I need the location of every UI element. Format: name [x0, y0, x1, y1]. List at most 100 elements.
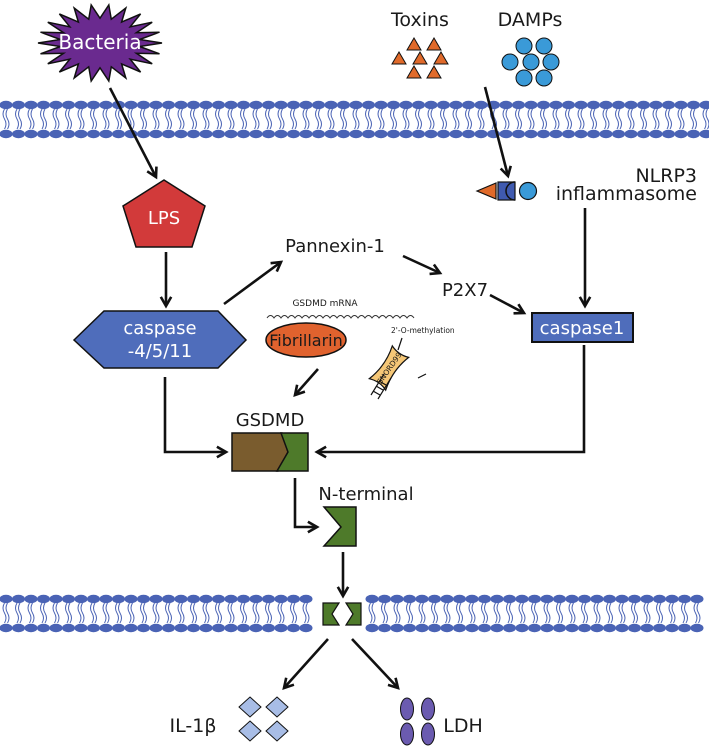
lipid-head [665, 594, 679, 604]
lipid-tail [502, 108, 507, 130]
lipid-tail [671, 602, 676, 624]
lipid-head [524, 100, 538, 110]
lipid-tail [102, 602, 107, 624]
gsdmd-protein-icon [231, 432, 309, 472]
lipid-tail [340, 108, 344, 130]
lipid-head [440, 594, 454, 604]
lipid-head [24, 100, 38, 110]
lipid-head [640, 623, 654, 633]
lipid-head [599, 100, 613, 110]
lipid-head [649, 100, 663, 110]
lipid-tail [418, 602, 423, 624]
lipid-head [149, 129, 163, 139]
lipid-tail [290, 602, 294, 624]
lipid-tail [155, 602, 160, 624]
lipid-tail [552, 108, 557, 130]
pannexin-1-label: Pannexin-1 [285, 236, 385, 257]
lipid-tail [202, 602, 207, 624]
lipid-tail [205, 108, 210, 130]
lipid-head [512, 129, 525, 139]
lipid-tail [165, 108, 169, 130]
lipid-tail [580, 108, 585, 130]
nlrp3-triangle-icon [475, 182, 497, 200]
lipid-tail [252, 108, 257, 130]
lipid-tail [302, 108, 307, 130]
lipid-head [678, 594, 691, 604]
bacteria-label: Bacteria [58, 30, 141, 54]
arrow-p2x7-to-caspase1 [489, 293, 527, 315]
damp-circle [515, 37, 533, 55]
lipid-head [349, 100, 363, 110]
lipid-tail [627, 108, 632, 130]
lipid-head [262, 129, 275, 139]
lipid-tail [481, 602, 485, 624]
lipid-tail [243, 108, 247, 130]
lipid-head [212, 594, 225, 604]
lipid-head [699, 100, 709, 110]
lipid-head [374, 100, 388, 110]
lipid-tail [477, 108, 482, 130]
lipid-tail [615, 108, 619, 130]
caspase-4-5-11-label-line1: caspase [123, 318, 196, 339]
lipid-tail [696, 602, 701, 624]
lipid-head [603, 594, 616, 604]
lipid-tail [409, 602, 413, 624]
lipid-tail [693, 602, 698, 624]
lipid-head [299, 594, 313, 604]
n-terminal-label: N-terminal [318, 484, 413, 505]
ldh-oval [421, 722, 435, 746]
lipid-tail [484, 602, 488, 624]
lipid-tail [540, 108, 544, 130]
lipid-head [137, 594, 150, 604]
lipid-head [199, 100, 213, 110]
lipid-tail [180, 602, 185, 624]
lipid-tail [380, 108, 385, 130]
lipid-head [37, 100, 50, 110]
lipid-head [87, 623, 100, 633]
pore-right-fragment-icon [344, 602, 362, 626]
lipid-head [237, 594, 250, 604]
lipid-head [137, 100, 150, 110]
lipid-tail [665, 108, 669, 130]
lipid-tail [115, 602, 119, 624]
lipid-head [312, 129, 325, 139]
caspase-4-5-11-hexagon-icon [72, 310, 248, 369]
lipid-tail [30, 602, 35, 624]
lipid-head [24, 594, 38, 604]
lipid-head [212, 100, 225, 110]
lipid-tail [193, 602, 197, 624]
lipid-tail [605, 108, 610, 130]
lipid-head [549, 129, 563, 139]
lipid-head [387, 100, 400, 110]
lipid-head [628, 623, 641, 633]
toxin-triangle [406, 65, 422, 79]
lipid-head [387, 129, 400, 139]
lipid-tail [40, 108, 44, 130]
lipid-head [74, 100, 88, 110]
lipid-tail [468, 602, 473, 624]
lipid-head [62, 129, 75, 139]
lipid-tail [643, 602, 648, 624]
lipid-head [349, 129, 363, 139]
il-1b-diamond [265, 720, 289, 742]
lipid-tail [640, 108, 644, 130]
lipid-head [365, 594, 379, 604]
lipid-tail [215, 602, 219, 624]
lipid-tail [406, 602, 410, 624]
lipid-head [674, 129, 688, 139]
lipid-head [112, 594, 125, 604]
lipid-tail [177, 602, 182, 624]
lipid-tail [65, 108, 69, 130]
lipid-tail [446, 602, 451, 624]
lipid-head [512, 100, 525, 110]
lipid-tail [330, 108, 335, 130]
lipid-tail [227, 602, 232, 624]
damps-node: DAMPs [498, 9, 562, 87]
lipid-head [124, 100, 138, 110]
lipid-head [37, 594, 50, 604]
lipid-tail [593, 108, 597, 130]
lipid-head [174, 594, 188, 604]
lipid-tail [293, 602, 297, 624]
lipid-head [137, 129, 150, 139]
lipid-head [249, 100, 263, 110]
